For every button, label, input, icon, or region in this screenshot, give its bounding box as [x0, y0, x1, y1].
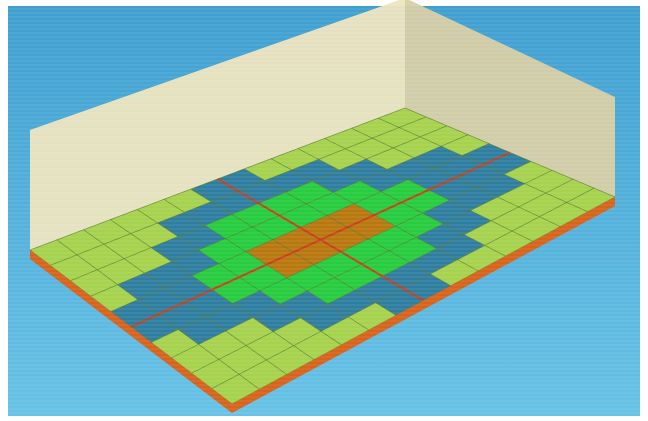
scanline-overlay: [8, 6, 640, 416]
